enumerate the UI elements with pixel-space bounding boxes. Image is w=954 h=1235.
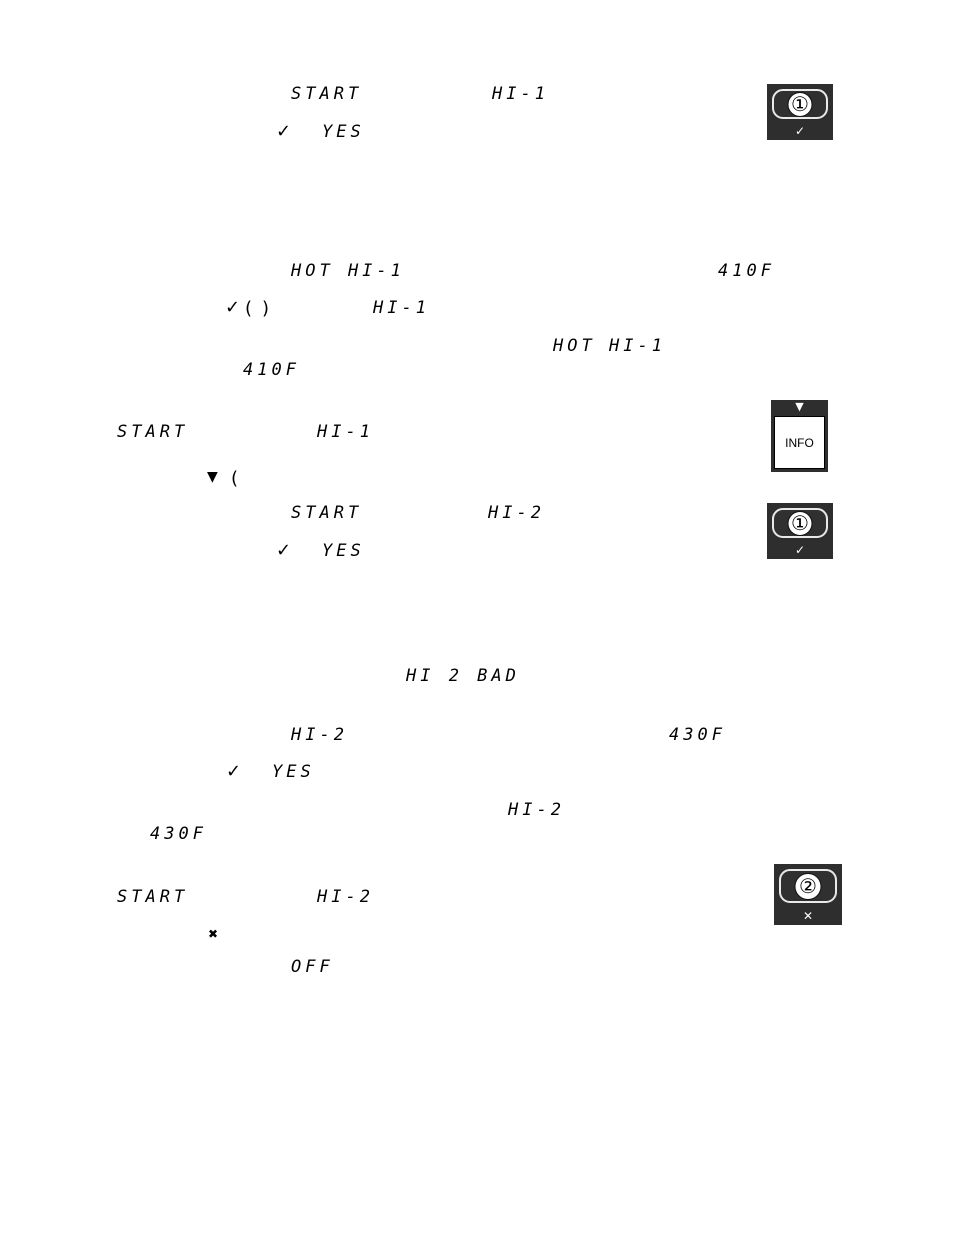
- display-hot: HOT: [553, 336, 596, 356]
- display-hi-2: HI-2: [317, 887, 374, 907]
- display-hi-2: HI-2: [508, 800, 565, 820]
- display-off: OFF: [291, 957, 334, 977]
- x-icon: ✖: [208, 927, 219, 941]
- key-2-button[interactable]: ② ✕: [774, 864, 842, 925]
- display-temperature: 410F: [243, 360, 300, 380]
- down-arrow-icon: ▼: [795, 400, 804, 413]
- info-button[interactable]: ▼ INFO: [771, 400, 828, 472]
- number-1-icon: ①: [787, 511, 813, 536]
- x-icon: ✕: [802, 909, 814, 923]
- display-hi-2: HI-2: [291, 725, 348, 745]
- open-paren: (: [231, 468, 239, 489]
- display-yes: YES: [272, 762, 315, 782]
- check-icon: ✓: [276, 121, 292, 142]
- display-hi-2-bad: HI 2 BAD: [406, 666, 520, 686]
- check-icon: ✓: [794, 124, 806, 138]
- display-start: START: [117, 887, 189, 907]
- display-start: START: [291, 84, 363, 104]
- display-hi-1: HI-1: [609, 336, 666, 356]
- display-yes: YES: [322, 122, 365, 142]
- display-hot-hi-1: HOT HI-1: [291, 261, 405, 281]
- display-yes: YES: [322, 541, 365, 561]
- display-start: START: [291, 503, 363, 523]
- display-hi-1: HI-1: [492, 84, 549, 104]
- close-paren: ): [262, 298, 270, 319]
- display-hi-1: HI-1: [373, 298, 430, 318]
- display-temperature: 410F: [718, 261, 775, 281]
- check-icon: ✓: [226, 761, 242, 782]
- number-1-icon: ①: [787, 92, 813, 117]
- open-paren: (: [245, 298, 253, 319]
- display-hi-1: HI-1: [317, 422, 374, 442]
- check-icon: ✓: [276, 540, 292, 561]
- display-temperature: 430F: [669, 725, 726, 745]
- display-temperature: 430F: [150, 824, 207, 844]
- display-start: START: [117, 422, 189, 442]
- key-1-button[interactable]: ① ✓: [767, 84, 833, 140]
- check-icon: ✓: [225, 297, 241, 318]
- display-hi-2: HI-2: [488, 503, 545, 523]
- number-2-icon: ②: [794, 873, 822, 900]
- check-icon: ✓: [794, 543, 806, 557]
- down-arrow-icon: ▼: [207, 469, 218, 485]
- info-label: INFO: [774, 416, 825, 469]
- key-1-button[interactable]: ① ✓: [767, 503, 833, 559]
